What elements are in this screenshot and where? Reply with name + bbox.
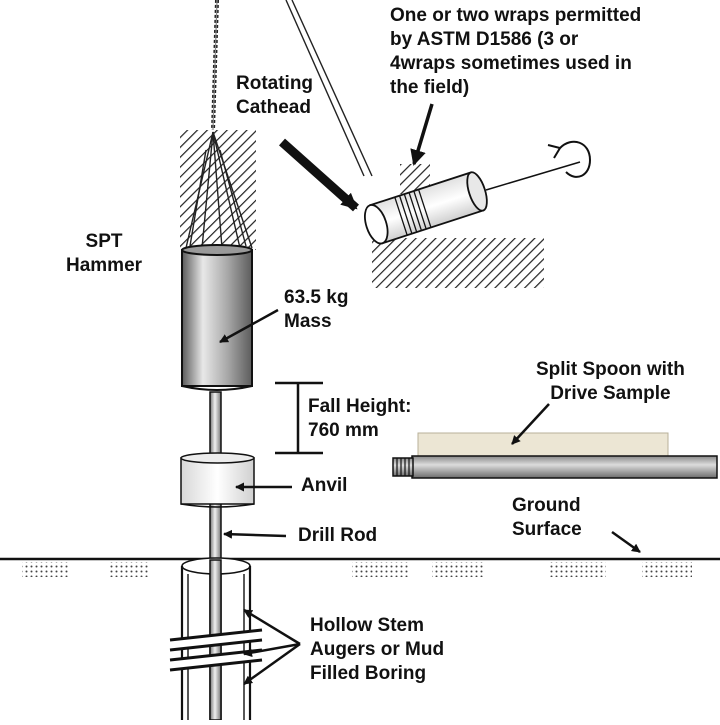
- auger-label-line-2: Augers or Mud: [310, 639, 445, 660]
- cathead-label-line-2: Cathead: [236, 97, 311, 118]
- wraps-note: One or two wraps permitted by ASTM D1586…: [390, 4, 641, 100]
- auger-label-line-1: Hollow Stem: [310, 615, 425, 636]
- fall-height-label-line-1: Fall Height:: [308, 396, 412, 417]
- fall-height-label-line-2: 760 mm: [308, 420, 379, 441]
- wraps-note-line-4: the field): [390, 77, 470, 98]
- wraps-note-line-2: by ASTM D1586 (3 or: [390, 29, 579, 50]
- hammer-label-line-1: SPT: [85, 231, 123, 252]
- ground-stipple: [22, 562, 692, 577]
- mass-label-line-1: 63.5 kg: [284, 287, 349, 308]
- cathead-shaft: [485, 161, 581, 191]
- hammer-label-line-2: Hammer: [66, 255, 143, 276]
- break-marks: [169, 628, 263, 672]
- fall-height-label: Fall Height: 760 mm: [308, 395, 411, 443]
- anvil: [180, 452, 255, 508]
- mass-arrow: [219, 308, 279, 344]
- cathead-label-line-1: Rotating: [236, 73, 314, 94]
- split-spoon: [392, 455, 718, 479]
- hammer-sling: [185, 131, 253, 249]
- ground-surface-label-line-2: Surface: [512, 519, 582, 540]
- anvil-label: Anvil: [301, 475, 348, 496]
- cathead-label: Rotating Cathead: [236, 72, 313, 120]
- split-spoon-label-line-1: Split Spoon with: [536, 359, 685, 380]
- ground-surface-label-line-1: Ground: [512, 495, 581, 516]
- mass-label-line-2: Mass: [284, 311, 332, 332]
- wraps-arrow: [410, 103, 434, 166]
- split-spoon-label-line-2: Drive Sample: [550, 383, 671, 404]
- split-spoon-label: Split Spoon with Drive Sample: [536, 358, 685, 406]
- spt-hammer: [181, 244, 253, 391]
- mass-label: 63.5 kg Mass: [284, 286, 348, 334]
- auger-label: Hollow Stem Augers or Mud Filled Boring: [310, 614, 444, 686]
- wraps-note-line-3: 4wraps sometimes used in: [390, 53, 632, 74]
- drill-rod-label: Drill Rod: [298, 525, 378, 546]
- wraps-note-line-1: One or two wraps permitted: [390, 5, 642, 26]
- drill-rod-arrow: [223, 529, 287, 539]
- auger-arrows: [243, 608, 301, 686]
- hammer-label: SPT Hammer: [66, 230, 142, 278]
- rotation-arrow-icon: [547, 140, 592, 178]
- split-spoon-arrow: [511, 403, 550, 445]
- rotating-cathead: [364, 171, 488, 245]
- cathead-hatch-base: [372, 238, 544, 288]
- cathead-arrow: [279, 138, 359, 212]
- ground-surface-label: Ground Surface: [512, 494, 582, 542]
- drive-sample: [417, 432, 669, 458]
- auger-label-line-3: Filled Boring: [310, 663, 427, 684]
- cathead-rope: [291, 0, 373, 177]
- ground-surface-arrow: [611, 530, 641, 554]
- fall-height-bracket: [275, 381, 323, 455]
